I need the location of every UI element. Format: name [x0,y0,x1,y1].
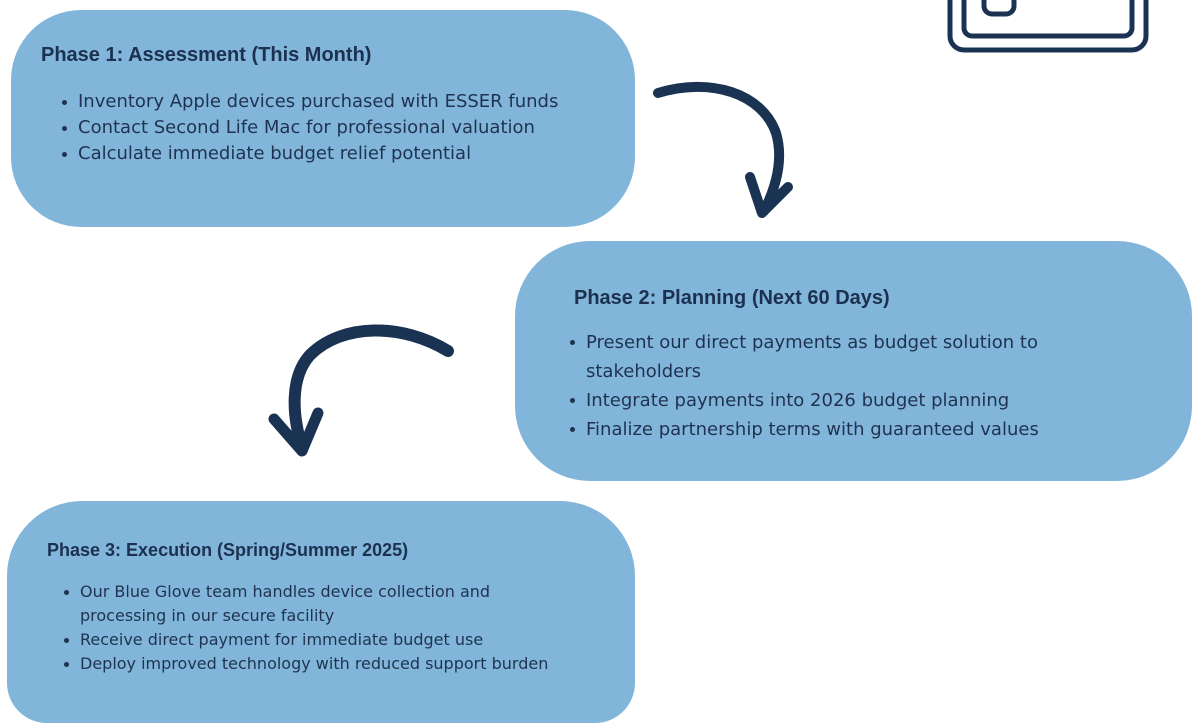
list-item: Finalize partnership terms with guarante… [570,415,1131,444]
phase-2-list: Present our direct payments as budget so… [570,328,1131,444]
curved-arrow-down-left-icon [268,324,454,457]
curved-arrow-down-right-icon [653,81,793,218]
list-item: Deploy improved technology with reduced … [64,652,580,676]
phase-3-card: Phase 3: Execution (Spring/Summer 2025) … [7,501,635,723]
phase-1-title: Phase 1: Assessment (This Month) [41,44,372,66]
list-item: Inventory Apple devices purchased with E… [62,89,608,115]
list-item: Integrate payments into 2026 budget plan… [570,386,1131,415]
phase-1-list: Inventory Apple devices purchased with E… [41,89,608,167]
list-item: Present our direct payments as budget so… [570,328,1131,386]
phase-2-title: Phase 2: Planning (Next 60 Days) [574,287,890,309]
list-item: Our Blue Glove team handles device colle… [64,580,580,628]
device-icon [947,0,1149,53]
list-item: Receive direct payment for immediate bud… [64,628,580,652]
phase-2-card: Phase 2: Planning (Next 60 Days) Present… [515,241,1192,481]
phase-1-card: Phase 1: Assessment (This Month) Invento… [11,10,635,227]
phase-3-title: Phase 3: Execution (Spring/Summer 2025) [47,540,409,560]
phase-3-list: Our Blue Glove team handles device colle… [47,580,580,676]
list-item: Calculate immediate budget relief potent… [62,141,608,167]
list-item: Contact Second Life Mac for professional… [62,115,608,141]
